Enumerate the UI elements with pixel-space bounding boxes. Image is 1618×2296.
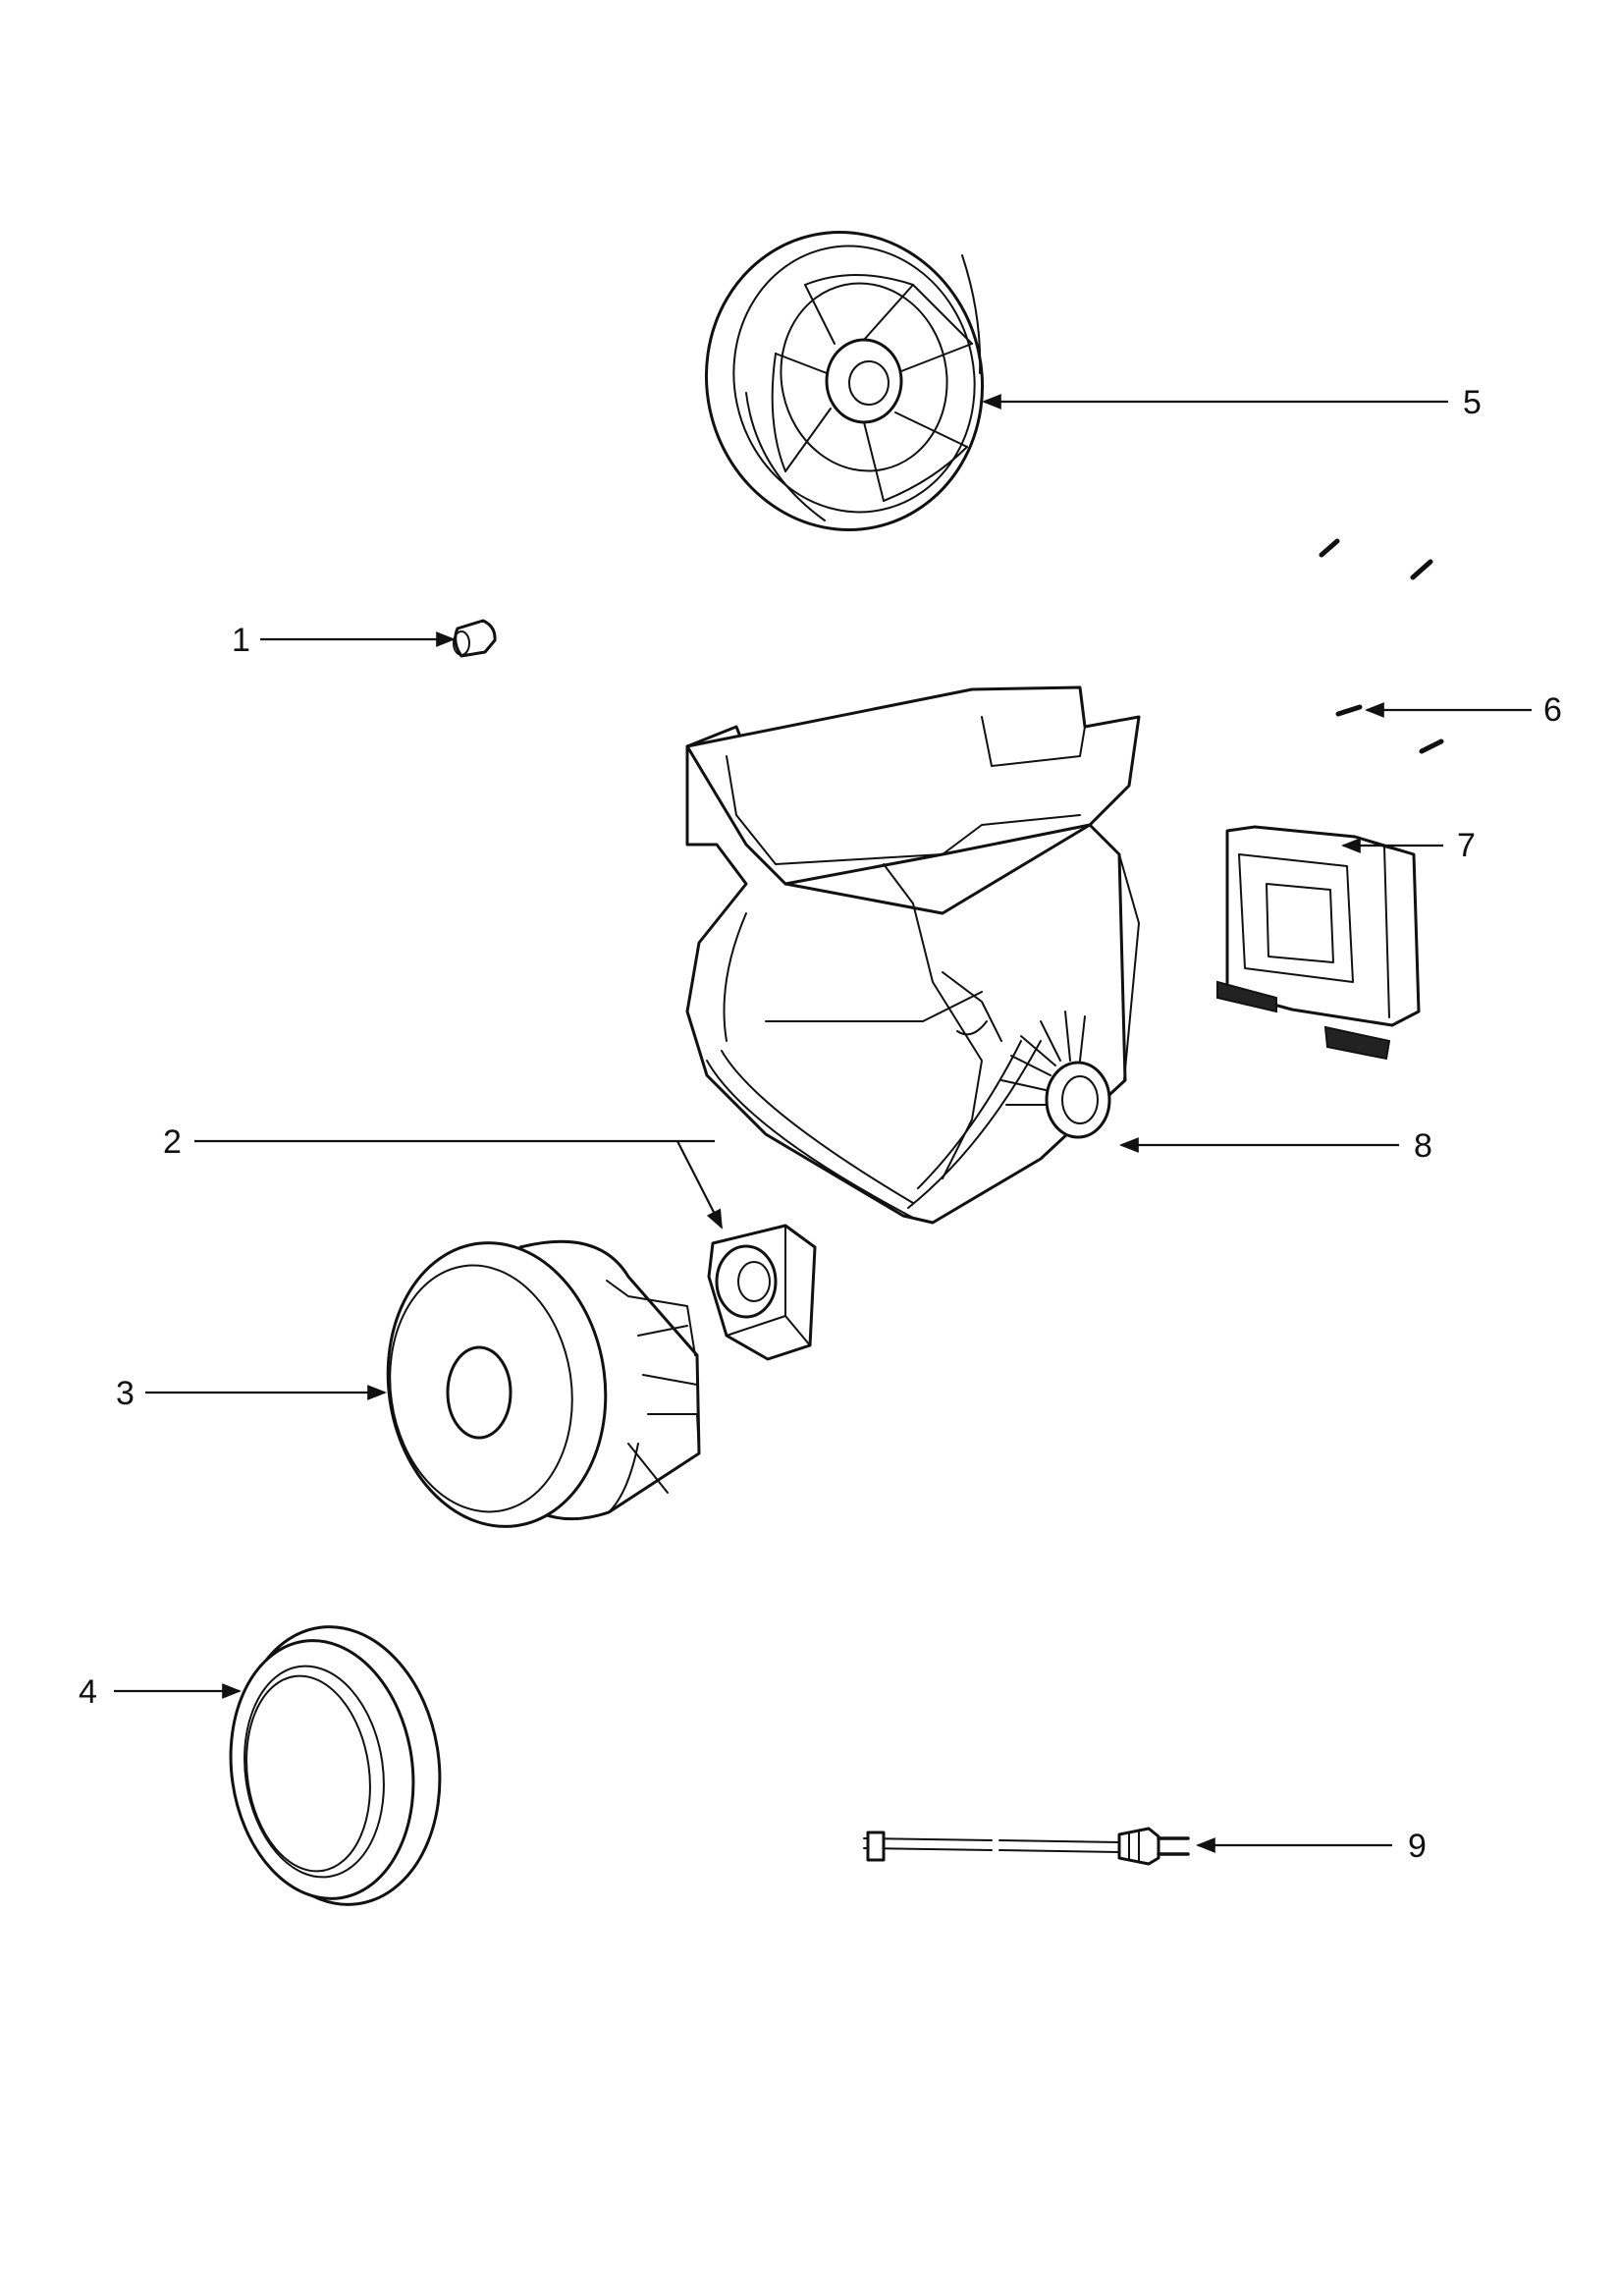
callout-2: 2 [163,1123,182,1161]
callout-4: 4 [79,1673,97,1711]
part-1-cap [453,619,497,658]
part-6-screws [1319,538,1444,754]
part-7-filter-frame [1216,825,1421,1061]
callout-1: 1 [232,622,250,659]
part-9-power-cord [863,1827,1190,1866]
leader-2-diag [676,1140,723,1230]
callout-5: 5 [1463,384,1482,421]
part-4-gasket-ring [229,1625,442,1906]
callout-9: 9 [1408,1828,1427,1865]
callout-8: 8 [1414,1127,1432,1165]
part-8-main-housing [685,685,1141,1225]
callout-7: 7 [1457,827,1476,864]
part-5-fan-cover [704,230,985,532]
callout-3: 3 [116,1375,135,1412]
callout-6: 6 [1543,691,1562,729]
part-2-bracket [707,1224,817,1361]
part-3-motor [386,1239,701,1528]
